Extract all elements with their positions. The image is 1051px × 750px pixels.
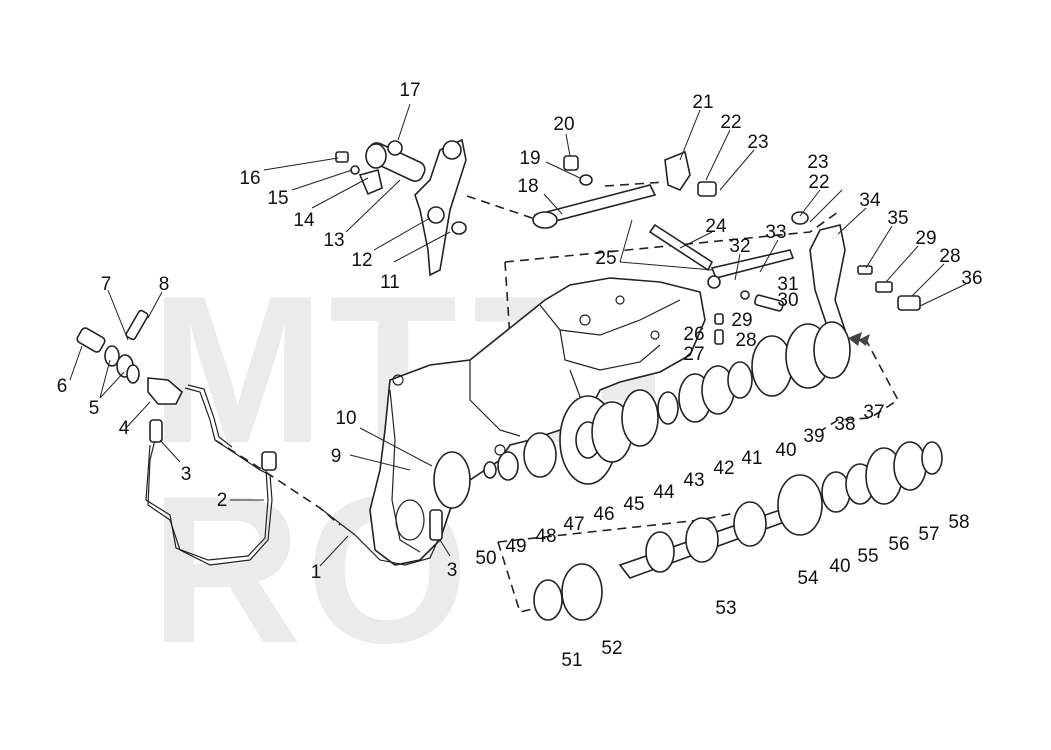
part-number-label: 31 [777, 274, 798, 295]
part-number-label: 17 [399, 80, 420, 101]
lower-main-shaft [533, 441, 943, 621]
part-number-label: 7 [101, 274, 112, 295]
part-number-label: 18 [517, 176, 538, 197]
part-number-label: 5 [89, 398, 100, 419]
part-number-label: 29 [915, 228, 936, 249]
part-number-label: 27 [683, 344, 704, 365]
part-number-label: 43 [683, 470, 704, 491]
part-number-label: 56 [888, 534, 909, 555]
part-number-label: 22 [720, 112, 741, 133]
banjo-fittings [76, 309, 183, 405]
part-number-label: 10 [335, 408, 356, 429]
part-number-label: 26 [683, 324, 704, 345]
part-number-label: 4 [119, 418, 130, 439]
part-number-label: 52 [601, 638, 622, 659]
part-number-label: 2 [217, 490, 228, 511]
part-number-label: 35 [887, 208, 908, 229]
part-number-label: 6 [57, 376, 68, 397]
part-number-label: 34 [859, 190, 881, 211]
part-number-label: 32 [729, 236, 750, 257]
part-number-label: 12 [351, 250, 372, 271]
part-number-label: 40 [775, 440, 796, 461]
part-number-label: 47 [563, 514, 584, 535]
part-number-label: 49 [505, 536, 526, 557]
part-number-label: 25 [595, 248, 616, 269]
part-number-label: 29 [731, 310, 752, 331]
part-number-label: 57 [918, 524, 939, 545]
part-number-label: 9 [331, 446, 342, 467]
part-number-label: 42 [713, 458, 734, 479]
part-number-label: 22 [808, 172, 829, 193]
part-number-label: 55 [857, 546, 878, 567]
part-number-label: 11 [380, 272, 400, 293]
shift-lever-assembly [335, 138, 467, 277]
part-number-label: 46 [593, 504, 614, 525]
part-number-label: 39 [803, 426, 824, 447]
part-number-label: 37 [863, 402, 884, 423]
part-number-label: 14 [293, 210, 315, 231]
part-number-label: 3 [181, 464, 192, 485]
part-number-label: 33 [765, 222, 786, 243]
part-number-label: 23 [747, 132, 768, 153]
part-number-label: 8 [159, 274, 170, 295]
part-number-label: 51 [561, 650, 582, 671]
part-number-label: 16 [239, 168, 260, 189]
part-number-label: 21 [692, 92, 713, 113]
part-number-label: 44 [653, 482, 675, 503]
part-number-label: 54 [797, 568, 819, 589]
part-number-label: 19 [519, 148, 540, 169]
leader-lines [69, 103, 967, 567]
part-number-label: 38 [834, 414, 855, 435]
part-number-label: 30 [777, 290, 798, 311]
part-number-label: 40 [829, 556, 850, 577]
part-number-label: 48 [535, 526, 556, 547]
part-number-label: 15 [267, 188, 288, 209]
part-number-label: 45 [623, 494, 644, 515]
part-number-label: 53 [715, 598, 736, 619]
direction-arrow [848, 332, 862, 346]
part-number-label: 41 [741, 448, 762, 469]
part-number-label: 28 [939, 246, 960, 267]
upper-shaft-gears [433, 321, 870, 509]
part-number-label: 50 [475, 548, 496, 569]
part-number-label: 58 [948, 512, 969, 533]
part-number-label: 3 [447, 560, 458, 581]
part-number-label: 20 [553, 114, 574, 135]
part-number-label: 24 [705, 216, 727, 237]
part-number-label: 23 [807, 152, 828, 173]
oil-pipes [145, 384, 443, 566]
part-number-label: 28 [735, 330, 756, 351]
part-number-label: 13 [323, 230, 344, 251]
part-number-label: 36 [961, 268, 982, 289]
part-number-label: 1 [311, 562, 322, 583]
